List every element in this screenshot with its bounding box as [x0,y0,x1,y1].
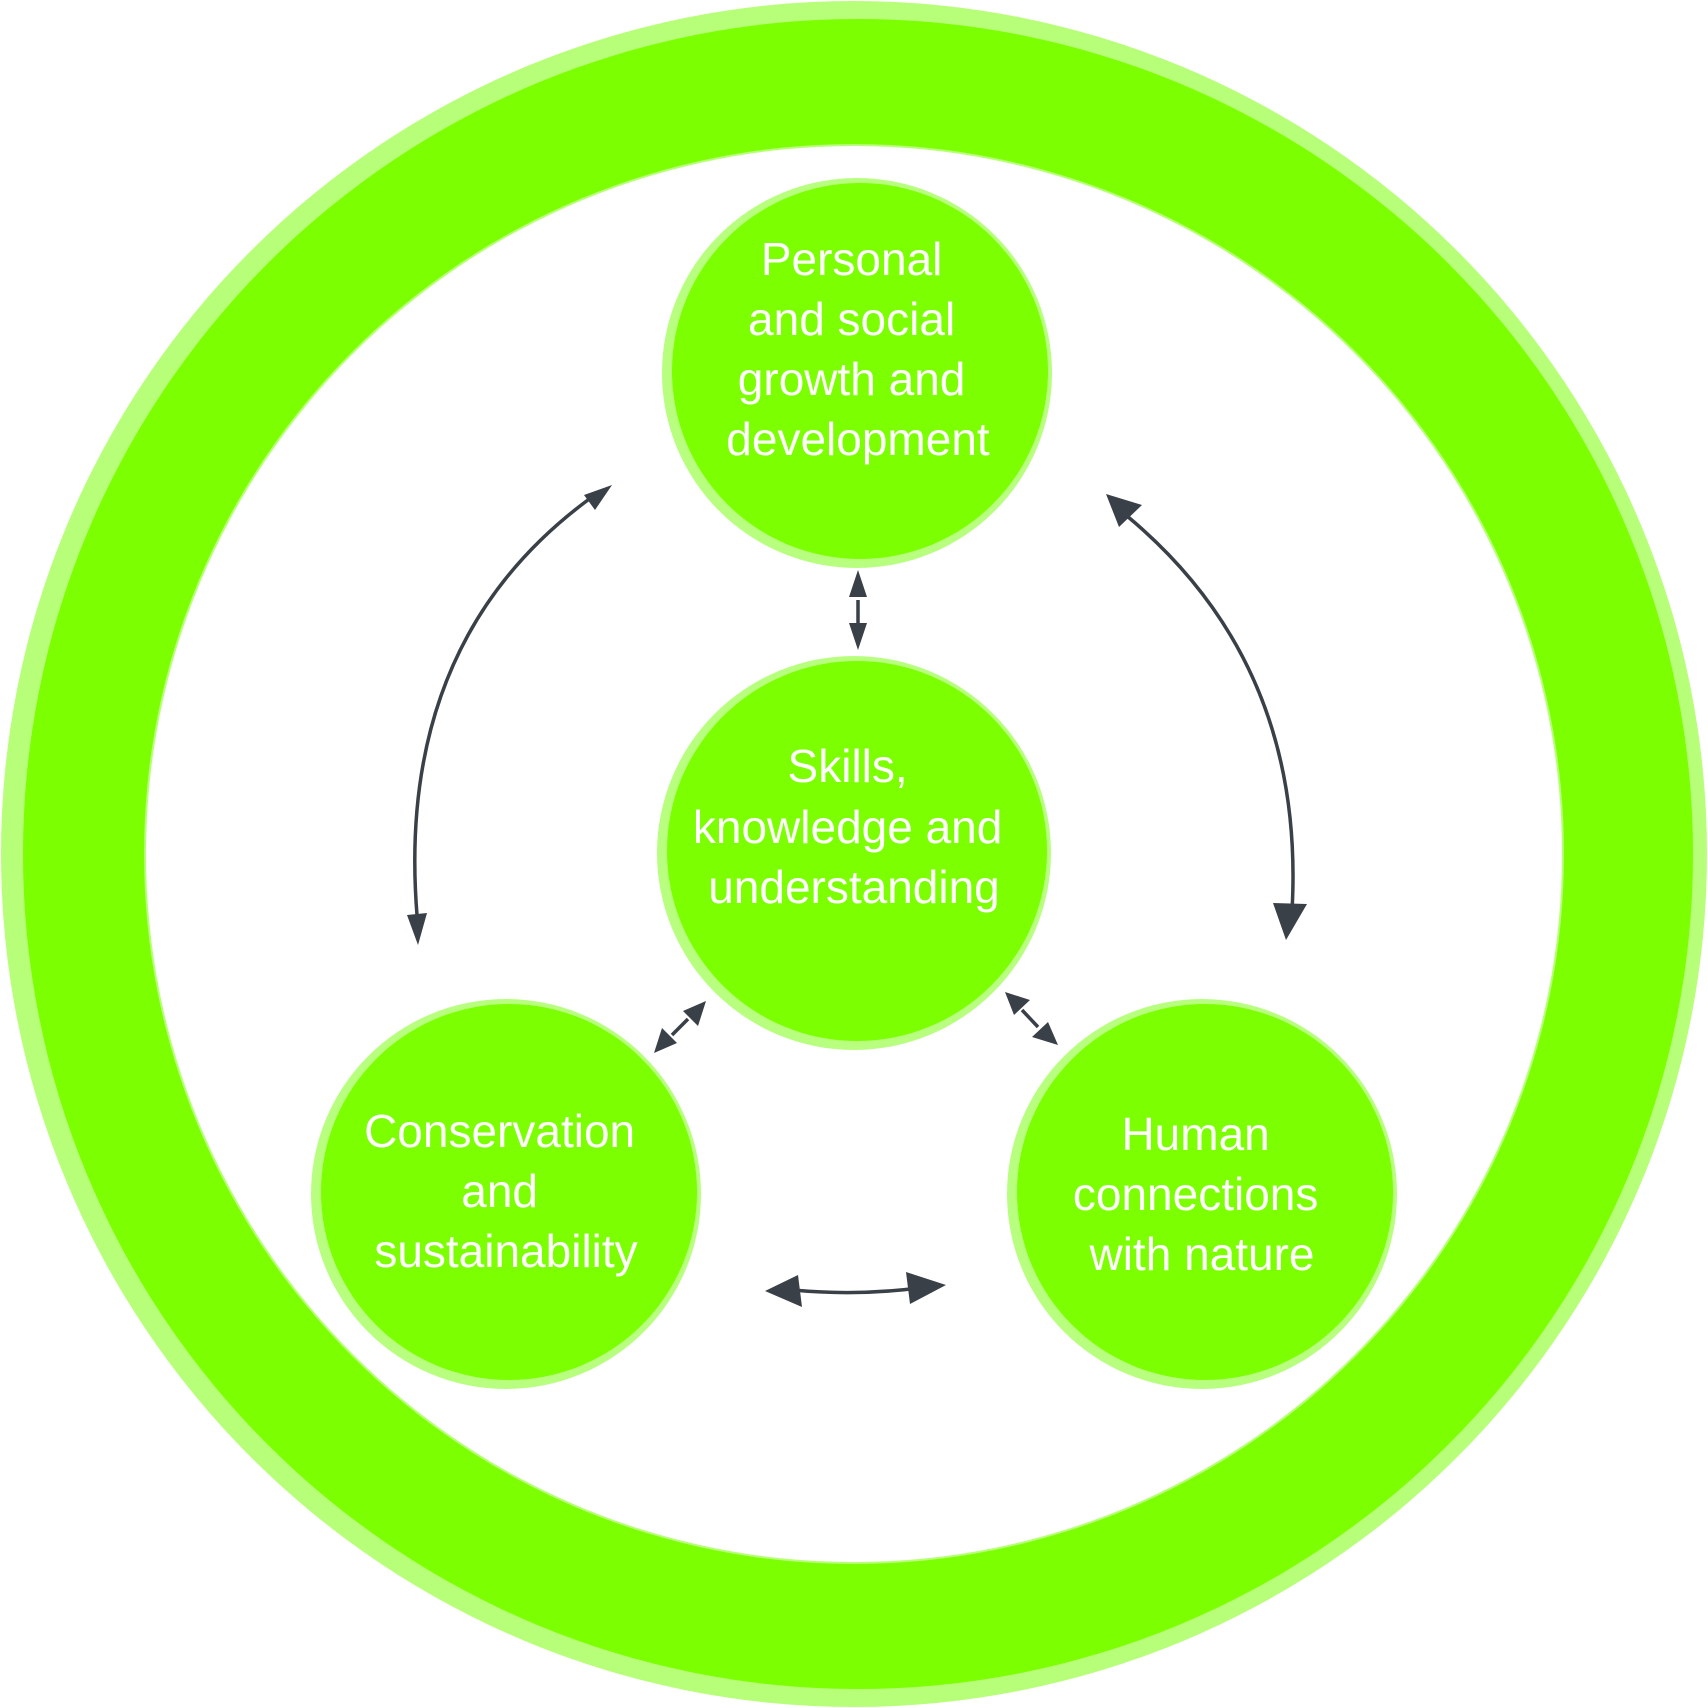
node-human-connections: Human connections with nature [1007,999,1397,1389]
node-conservation-label: Conservation and sustainability [364,1105,648,1277]
node-skills-knowledge: Skills, knowledge and understanding [657,656,1051,1050]
node-personal-growth: Personal and social growth and developme… [662,178,1052,568]
node-skills-knowledge-label: Skills, knowledge and understanding [693,740,1015,913]
arrow-center-left [654,1001,706,1053]
arrow-left-right [765,1272,946,1307]
arrow-top-right [1106,494,1307,940]
arrow-top-center [849,570,867,650]
arrow-top-left [407,485,612,945]
node-personal-growth-label: Personal and social growth and developme… [726,233,990,465]
arrow-center-right [1005,992,1058,1045]
node-conservation: Conservation and sustainability [311,999,701,1389]
node-human-connections-label: Human connections with nature [1073,1108,1331,1280]
